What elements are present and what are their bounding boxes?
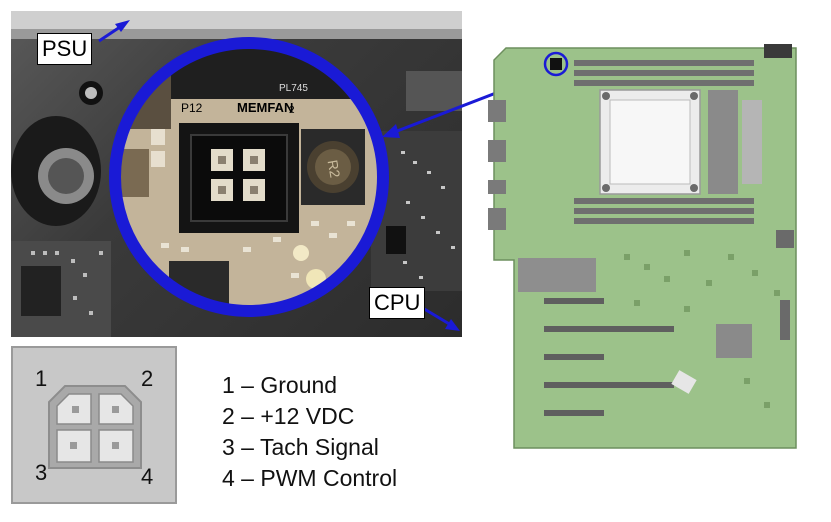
legend-item-pin-1: 1 – Ground: [222, 372, 338, 398]
board-photo-graphic: MEMFAN P12 PL745 2 R2: [11, 11, 462, 337]
pin-number-2: 2: [141, 366, 154, 391]
highlight-ring: [109, 37, 389, 317]
header-ref-label: P12: [181, 101, 203, 115]
chip-text: PL745: [279, 83, 308, 94]
cpu-label: CPU: [369, 287, 426, 319]
legend-item-pin-2: 2 – +12 VDC: [222, 403, 355, 429]
board-photo: MEMFAN P12 PL745 2 R2 PSU CPU: [11, 11, 462, 337]
cpu-arrow: [420, 305, 452, 327]
motherboard-illustration: [488, 44, 797, 449]
fan-header-marker: [543, 51, 569, 77]
connector-pin-graphic: [48, 385, 142, 469]
psu-label: PSU: [37, 33, 93, 65]
legend-item-pin-3: 3 – Tach Signal: [222, 434, 379, 460]
pin-number-3: 3: [35, 460, 48, 485]
pin-number-1: 1: [35, 366, 48, 391]
inductor-label: R2: [325, 159, 344, 180]
header-name-label: MEMFAN: [237, 100, 293, 115]
pinout-legend: 1 – Ground 2 – +12 VDC 3 – Tach Signal 4…: [222, 370, 397, 494]
digit-label: 2: [289, 105, 295, 116]
legend-item-pin-4: 4 – PWM Control: [222, 465, 398, 491]
connector-diagram: 1 2 3 4: [11, 346, 177, 504]
pin-number-4: 4: [141, 464, 154, 489]
